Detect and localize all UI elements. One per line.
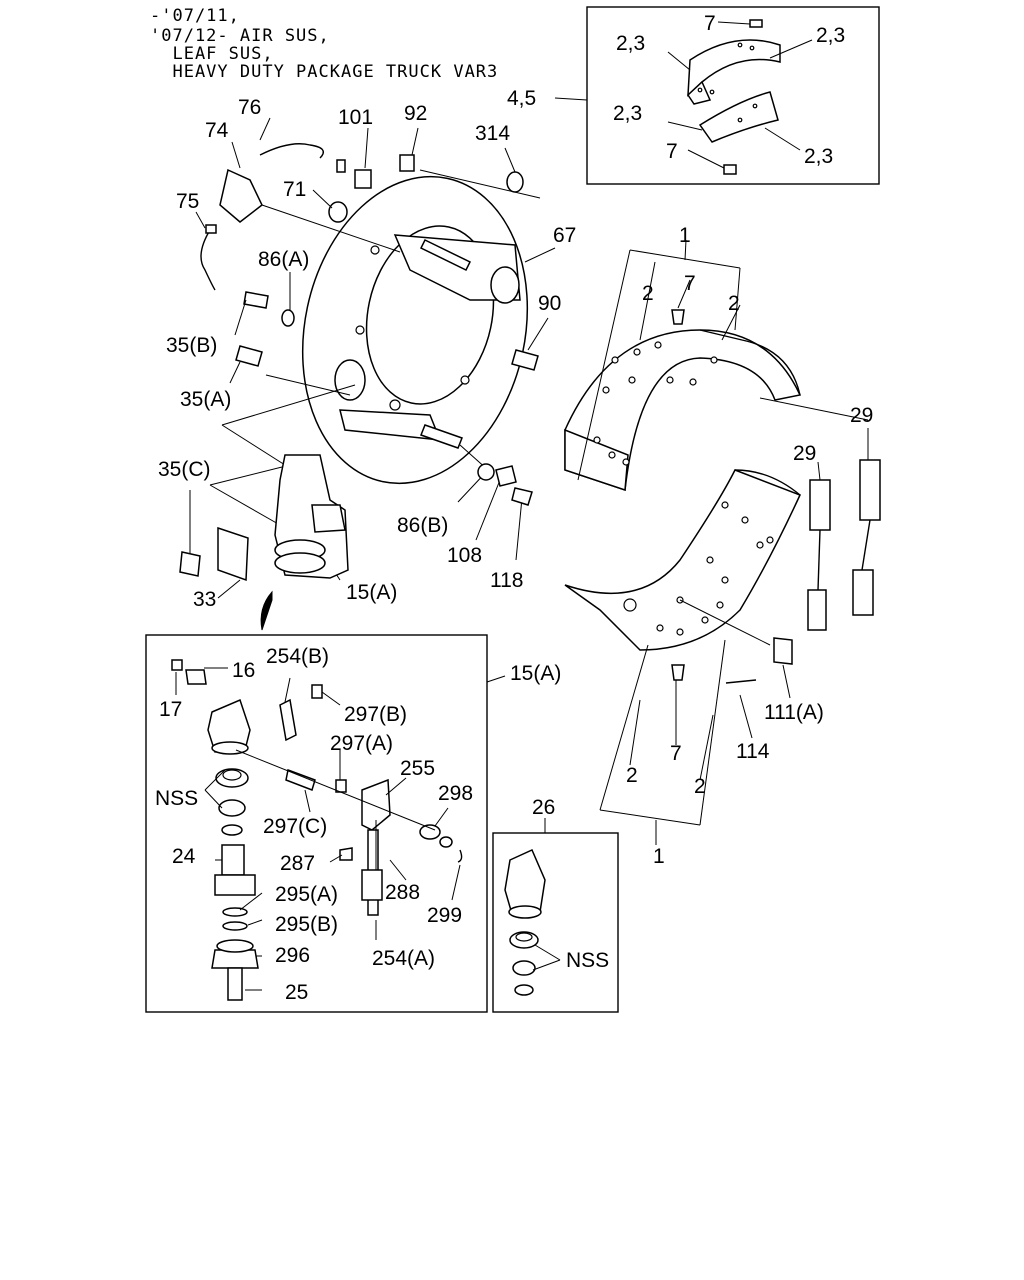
detail-label-17: 17 [159,698,182,721]
label-86b: 86(B) [397,514,448,537]
inset-label-2-3-lower-left: 2,3 [613,102,642,125]
shoe-label-2-top-right: 2 [728,292,740,315]
shoe-label-7-top: 7 [684,272,696,295]
part-labels: 76 74 101 92 314 75 71 67 86(A) 90 35(B)… [155,12,873,1004]
inset-label-2-3-upper-left: 2,3 [616,32,645,55]
label-76: 76 [238,96,261,119]
shoe-label-1-top: 1 [679,224,691,247]
leader-lines-main [189,117,556,599]
header-line-3: LEAF SUS, [150,44,274,64]
detail-label-297b: 297(B) [344,703,407,726]
shoe-label-2-bottom-left: 2 [626,764,638,787]
label-118: 118 [490,569,523,592]
label-108: 108 [447,544,482,567]
label-90: 90 [538,292,561,315]
detail-label-297c: 297(C) [263,815,327,838]
upper-brake-shoe [564,309,802,492]
label-35a: 35(A) [180,388,231,411]
lining-inset [554,6,880,185]
label-33: 33 [193,588,216,611]
shoe-label-2-top-left: 2 [642,282,654,305]
kit-box [492,818,619,1013]
label-92: 92 [404,102,427,125]
header-line-1: -'07/11, [150,6,240,26]
detail-label-295a: 295(A) [275,883,338,906]
inset-label-2-3-upper-right: 2,3 [816,24,845,47]
detail-label-295b: 295(B) [275,913,338,936]
label-75: 75 [176,190,199,213]
inset-label-2-3-lower-right: 2,3 [804,145,833,168]
actuator-detail-box [145,634,506,1013]
label-71: 71 [283,178,306,201]
label-74: 74 [205,119,229,142]
lower-brake-shoe [564,469,802,684]
detail-label-255: 255 [400,757,435,780]
label-4-5: 4,5 [507,87,536,110]
label-101: 101 [338,106,373,129]
anchor-bolts [235,238,539,449]
detail-label-nss: NSS [155,787,198,810]
detail-label-254a: 254(A) [372,947,435,970]
label-114: 114 [736,740,770,763]
shoe-leader-lines [577,239,869,845]
label-35c: 35(C) [158,458,211,481]
detail-label-254b: 254(B) [266,645,329,668]
shoe-label-1-bottom: 1 [653,845,665,868]
wedge-actuator [260,454,349,631]
header-line-2: '07/12- AIR SUS, [150,26,330,46]
label-314: 314 [475,122,510,145]
label-86a: 86(A) [258,248,309,271]
label-67: 67 [553,224,576,247]
detail-label-298: 298 [438,782,473,805]
detail-label-16: 16 [232,659,255,682]
shoe-label-2-bottom-right: 2 [694,775,706,798]
header-line-4: HEAVY DUTY PACKAGE TRUCK VAR3 [150,62,499,82]
backing-plate [301,175,529,485]
label-35b: 35(B) [166,334,217,357]
detail-label-297a: 297(A) [330,732,393,755]
label-15a: 15(A) [346,581,397,604]
shoe-label-7-bottom: 7 [670,742,682,765]
detail-label-287: 287 [280,852,315,875]
inset-label-7-bottom: 7 [666,140,678,163]
detail-label-296: 296 [275,944,310,967]
kit-label-nss: NSS [566,949,609,972]
detail-label-288: 288 [385,881,420,904]
small-hardware [179,463,533,582]
label-29-right: 29 [850,404,873,427]
detail-label-24: 24 [172,845,196,868]
label-111a: 111(A) [764,701,824,724]
detail-label-25: 25 [285,981,308,1004]
return-springs [807,459,881,631]
inset-label-7-top: 7 [704,12,716,35]
kit-label-26: 26 [532,796,555,819]
brake-sensor [200,143,524,291]
detail-label-299: 299 [427,904,462,927]
label-29-left: 29 [793,442,816,465]
detail-label-15a: 15(A) [510,662,561,685]
